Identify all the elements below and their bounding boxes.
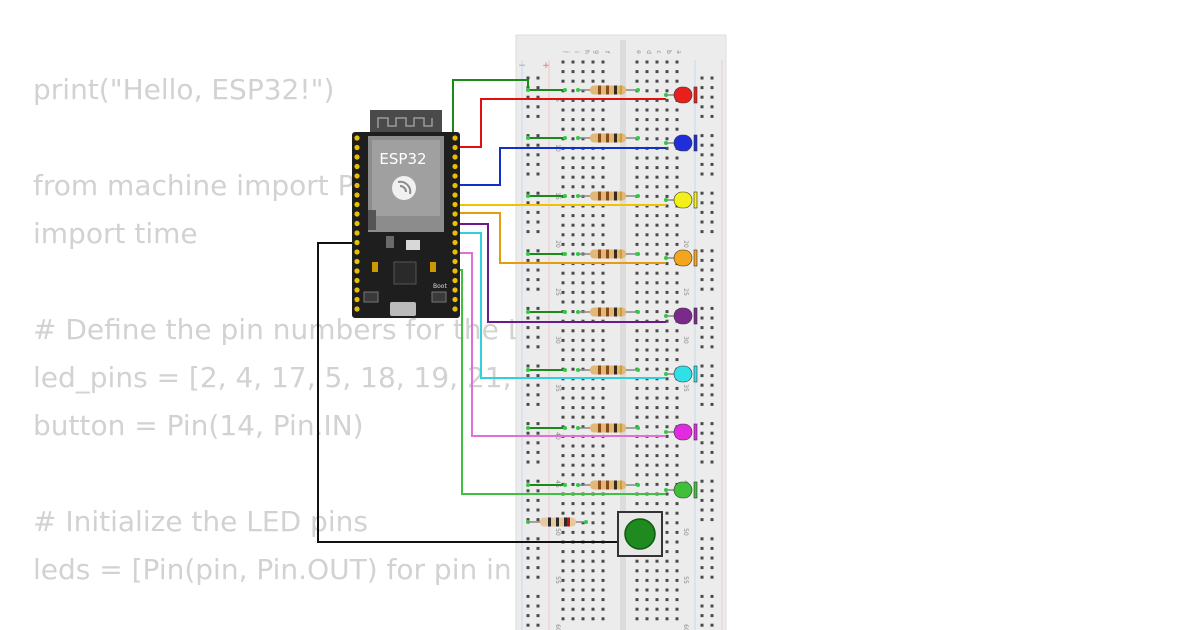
breadboard-row-number: 50 <box>554 528 561 536</box>
breadboard-row-number: 55 <box>554 576 561 584</box>
wire-purple <box>454 223 666 323</box>
wire-blue <box>454 147 666 186</box>
breadboard-row-number: 20 <box>682 240 689 248</box>
breadboard-row-number: 50 <box>682 528 689 536</box>
rail-plus-label: + <box>542 61 550 71</box>
wire-pink <box>454 252 666 437</box>
rail-minus-label: − <box>518 61 526 71</box>
led-orange[interactable] <box>664 249 698 267</box>
esp32-board[interactable]: ESP32 Boot <box>352 110 460 318</box>
code-line: import time <box>33 217 198 250</box>
esp32-header-pins <box>354 135 458 312</box>
boot-label: Boot <box>433 283 447 290</box>
breadboard-row-number: 35 <box>554 384 561 392</box>
breadboard-column-letter: a <box>675 50 682 54</box>
resistors <box>526 85 640 527</box>
breadboard-column-letter: g <box>593 50 600 54</box>
breadboard-row-number: 60 <box>682 624 689 630</box>
breadboard-row-number: 30 <box>682 336 689 344</box>
wire-orange <box>454 212 666 264</box>
breadboard-row-number: 55 <box>682 576 689 584</box>
push-button[interactable] <box>617 511 663 557</box>
led-yellow[interactable] <box>664 191 698 209</box>
breadboard-row-number: 35 <box>682 384 689 392</box>
breadboard-column-letter: c <box>655 50 662 53</box>
espressif-logo-icon <box>392 176 416 200</box>
led-red[interactable] <box>664 86 698 104</box>
leds <box>664 86 698 499</box>
breadboard-row-number: 30 <box>554 336 561 344</box>
breadboard-column-letter: b <box>665 50 672 54</box>
breadboard-column-letter: d <box>645 50 652 54</box>
wire-black-button <box>317 242 618 543</box>
breadboard-column-letter: f <box>603 51 610 54</box>
breadboard-row-number: 25 <box>682 288 689 296</box>
wire-red <box>454 98 666 148</box>
wire-green-gnd <box>452 79 529 137</box>
board-components <box>363 236 447 316</box>
code-line: print("Hello, ESP32!") <box>33 73 335 106</box>
led-magenta[interactable] <box>664 423 698 441</box>
chip-label: ESP32 <box>379 150 426 168</box>
breadboard-column-letter: j <box>563 50 570 53</box>
code-line: # Initialize the LED pins <box>33 505 368 538</box>
breadboard-row-number: 5 <box>554 98 561 102</box>
led-blue[interactable] <box>664 134 698 152</box>
breadboard-column-letter: i <box>573 51 580 53</box>
breadboard-row-number: 60 <box>554 624 561 630</box>
breadboard-row-number: 20 <box>554 240 561 248</box>
led-purple[interactable] <box>664 307 698 325</box>
led-green[interactable] <box>664 481 698 499</box>
breadboard-column-letter: e <box>635 50 642 54</box>
breadboard-column-letter: h <box>583 50 590 54</box>
breadboard-row-number: 25 <box>554 288 561 296</box>
wire-cyan <box>454 232 666 379</box>
led-cyan[interactable] <box>664 365 698 383</box>
